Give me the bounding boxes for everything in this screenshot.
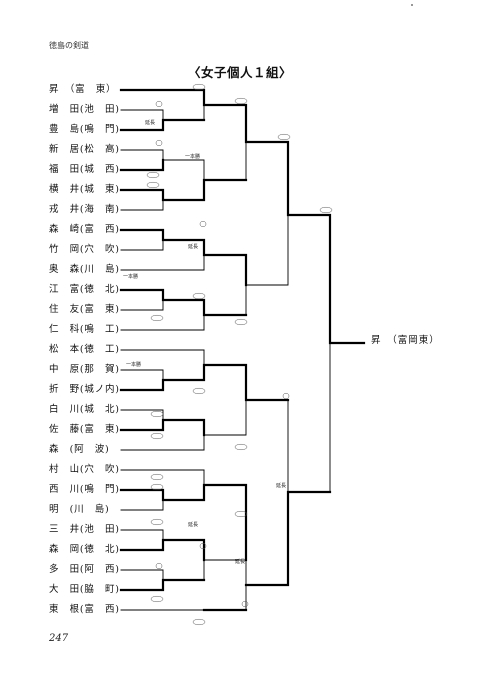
player-name: 住 友(富 東)	[49, 304, 120, 315]
note-extension: 延長	[188, 243, 198, 250]
player-name: 折 野(城ノ内)	[49, 384, 120, 395]
player-name: 竹 岡(穴 吹)	[49, 244, 120, 255]
score-marks	[146, 83, 333, 626]
note-ippon: 一本勝	[123, 273, 138, 280]
player-name: 戎 井(海 南)	[49, 204, 120, 215]
note-extension: 延長	[235, 558, 245, 565]
player-name: 仁 科(鳴 工)	[49, 324, 120, 335]
scan-speck	[411, 4, 413, 6]
player-name: 松 本(徳 工)	[49, 344, 120, 355]
player-name: 豊 島(鳴 門)	[49, 124, 120, 135]
note-extension: 延長	[276, 482, 286, 489]
player-name: 森 崎(富 西)	[49, 224, 120, 235]
champion-label: 昇 （富岡東）	[371, 335, 440, 346]
player-name: 中 原(那 賀)	[49, 364, 120, 375]
player-name: 奥 森(川 島)	[49, 264, 120, 275]
player-name: 三 井(池 田)	[49, 524, 120, 535]
header-note: 徳島の剣道	[49, 41, 89, 50]
player-name: 昇 （富 東）	[49, 84, 117, 95]
player-name: 大 田(脇 町)	[49, 584, 120, 595]
page-title: 〈女子個人１組〉	[187, 65, 292, 80]
player-name: 森 岡(徳 北)	[49, 544, 120, 555]
player-name: 多 田(阿 西)	[49, 564, 120, 575]
player-name: 村 山(穴 吹)	[49, 464, 120, 475]
player-name: 東 根(富 西)	[49, 604, 120, 615]
player-name: 白 川(城 北)	[49, 404, 120, 415]
player-name: 江 富(徳 北)	[49, 284, 120, 295]
player-name: 新 居(松 高)	[49, 144, 120, 155]
player-name: 増 田(池 田)	[49, 104, 120, 115]
player-name: 西 川(鳴 門)	[49, 484, 120, 495]
player-name: 森 (阿 波)	[49, 444, 110, 455]
page-number: 247	[49, 633, 69, 644]
player-name: 明 (川 島)	[49, 504, 110, 515]
note-extension: 延長	[188, 521, 198, 528]
note-ippon: 一本勝	[185, 153, 200, 160]
player-name: 横 井(城 東)	[49, 184, 120, 195]
player-name: 佐 藤(富 東)	[49, 424, 120, 435]
note-ippon: 一本勝	[126, 361, 141, 368]
note-extension: 延長	[145, 119, 155, 126]
player-name: 福 田(城 西)	[49, 164, 120, 175]
